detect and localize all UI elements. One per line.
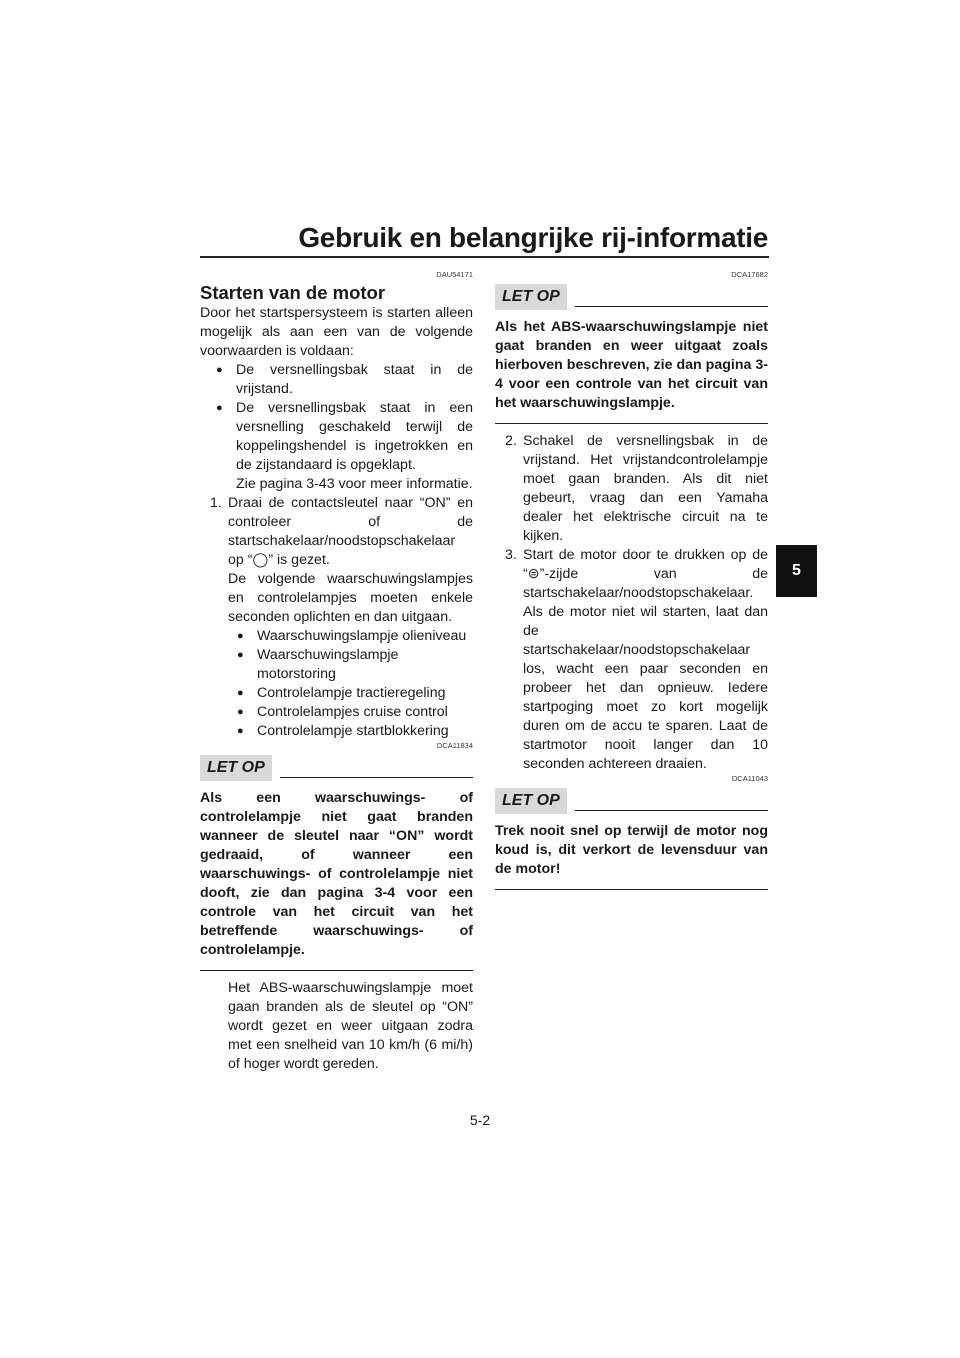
step-3: 3. Start de motor door te drukken op de “… [495,546,768,603]
caution-header: LET OP [495,284,768,310]
caution-end-rule [495,889,768,890]
title-rule [200,256,769,258]
caution-code: DCA11043 [731,774,768,783]
bullet-item: De versnellingsbak staat in een versnell… [216,399,473,475]
step-text: Draai de contactsleutel naar “ON” en con… [228,495,473,568]
sub-bullet-item: Waarschuwingslampje olieniveau [237,627,473,646]
bullet-item: De versnellingsbak staat in de vrijstand… [216,361,473,399]
step-2: 2. Schakel de versnellingsbak in de vrijs… [495,432,768,546]
right-column: DCA17682 LET OP Als het ABS-waarschuwing… [495,270,768,898]
sub-bullet-item: Controlelampje tractieregeling [237,684,473,703]
sub-bullet-item: Controlelampje startblokkering [237,722,473,741]
step-number: 2. [505,433,517,449]
caution-label: LET OP [200,755,272,781]
step-1: 1. Draai de contactsleutel naar “ON” en c… [200,494,473,570]
section-heading: Starten van de motor [200,282,386,303]
caution-code: DCA11834 [436,741,473,750]
caution-text: Trek nooit snel op terwijl de motor nog … [495,823,768,877]
step-number: 3. [505,547,517,563]
step-text: Schakel de versnellingsbak in de vrijsta… [523,433,768,544]
caution-code: DCA17682 [731,270,768,279]
caution-text: Als een waarschuwings- of controlelampje… [200,790,473,958]
step-number: 1. [210,495,222,511]
bullet-note: Zie pagina 3-43 voor meer informatie. [236,476,473,492]
caution-label: LET OP [495,788,567,814]
step-3-note: Als de motor niet wil starten, laat dan … [523,604,768,772]
abs-note: Het ABS-waarschuwingslampje moet gaan br… [228,980,473,1072]
caution-end-rule [495,423,768,424]
sub-bullet-item: Waarschuwingslampje motorstoring [237,646,473,684]
caution-end-rule [200,970,473,971]
step-text: Start de motor door te drukken op de “⊜”… [523,547,768,601]
caution-header: LET OP [200,755,473,781]
section-code: DAU54171 [436,270,473,279]
chapter-tab: 5 [776,545,817,597]
page-title: Gebruik en belangrijke rij-informatie [298,222,768,253]
step-1-note: De volgende waarschuwingslampjes en cont… [228,571,473,625]
caution-text: Als het ABS-waarschuwingslampje niet gaa… [495,319,768,411]
caution-header: LET OP [495,788,768,814]
caution-label: LET OP [495,284,567,310]
sub-bullet-item: Controlelampjes cruise control [237,703,473,722]
left-column: DAU54171 Starten van de motor Door het s… [200,270,473,1074]
intro-text: Door het startspersysteem is starten all… [200,305,473,359]
page-number: 5-2 [469,1112,491,1128]
